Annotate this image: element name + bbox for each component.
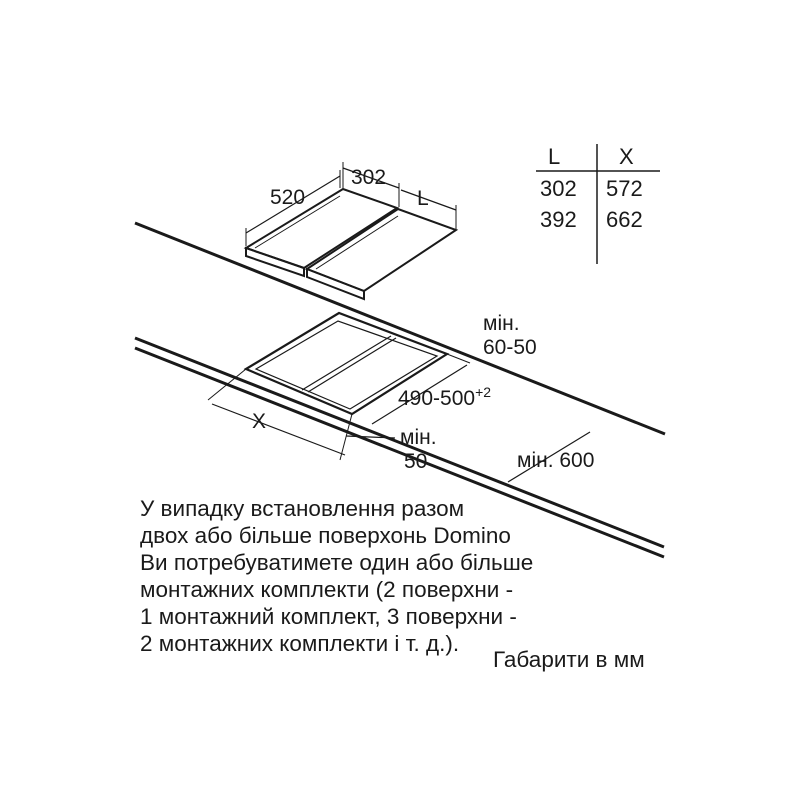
min-edge-label: мін. [400,426,437,449]
worktop [134,221,666,559]
note-line: Ви потребуватимете один або більше [140,550,533,575]
cutout-width-label: X [252,410,266,433]
note-line: У випадку встановлення разом [140,496,464,521]
worktop-back-edge [134,221,666,436]
cutout-depth-label: 490-500+2 [398,384,491,410]
hob-unit-right-front [306,267,365,301]
worktop-front-edge-top [134,336,665,549]
hob-unit-right-top [304,207,459,293]
table-cell: 662 [606,207,643,232]
cutout-dimension-lines [207,353,591,483]
cutout-divider-a [301,335,392,391]
table-cell: 302 [540,176,577,201]
hob-left-inset [254,195,341,249]
worktop-front-edge-bottom [134,346,665,559]
note-line: двох або більше поверхонь Domino [140,523,511,548]
cutout-inner [254,320,439,410]
note-line: 2 монтажних комплекти і т. д.). [140,631,459,656]
min-depth-label: мін. [483,312,520,335]
table-cell: 572 [606,176,643,201]
hob-width-label: 302 [351,166,386,189]
table-header-x: X [619,144,634,169]
min-wall-label: мін. 600 [517,449,594,472]
table-header-l: L [548,144,560,169]
hob-units [243,187,459,301]
hob-length-label: L [417,187,429,210]
units-note: Габарити в мм [493,647,645,672]
table-cell: 392 [540,207,577,232]
min-edge-value: 50 [404,450,427,473]
installation-note: У випадку встановлення разом двох або бі… [140,496,645,672]
hob-unit-left-front [245,246,305,278]
hob-right-inset [315,215,399,270]
note-line: монтажних комплекти (2 поверхни - [140,577,513,602]
hob-dimension-lines [245,162,457,246]
size-table: L X 302 572 392 662 [536,144,660,264]
note-line: 1 монтажний комплект, 3 поверхни - [140,604,517,629]
min-depth-value: 60-50 [483,336,537,359]
cutout-divider-b [307,337,397,393]
hob-depth-label: 520 [270,186,305,209]
